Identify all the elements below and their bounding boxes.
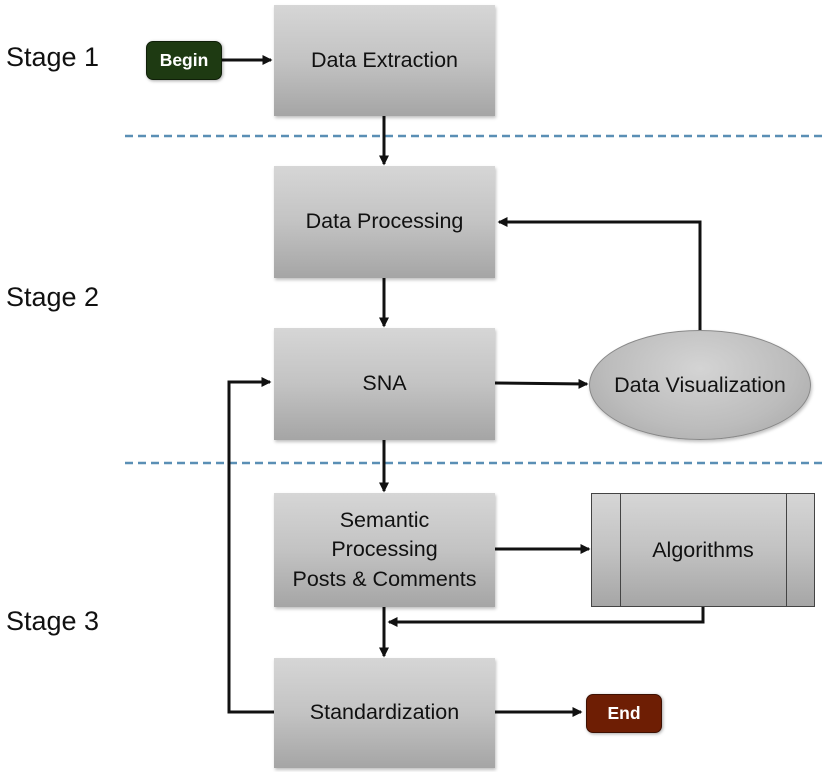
data-processing-label: Data Processing [305,209,464,234]
begin-label: Begin [159,50,209,70]
sna-box: SNA [274,328,495,440]
begin-terminal: Begin [146,41,222,80]
data-processing-box: Data Processing [274,166,495,278]
end-terminal: End [586,694,662,733]
algorithms-left-bar [620,494,621,606]
semantic-processing-label-line-1: Semantic [339,507,430,532]
data-visualization-label-line-1: Data [614,372,660,397]
data-visualization-label-line-2: Visualization [665,372,786,397]
data-extraction-label: Data Extraction [311,47,458,72]
algorithms-right-bar [786,494,787,606]
end-label: End [607,703,641,723]
data-visualization-ellipse: Data Visualization [589,330,811,440]
semantic-processing-box: Semantic Processing Posts & Comments [274,493,495,607]
stage-1-label: Stage 1 [6,42,100,72]
standardization-label: Standardization [309,700,460,725]
arrow-visualization-to-processing [497,217,702,331]
algorithms-predefined-process: Algorithms [591,493,815,607]
data-extraction-box: Data Extraction [274,5,495,116]
sna-label: SNA [362,371,407,396]
stage-2-label: Stage 2 [6,282,100,312]
arrow-algorithms-to-semantic-path [387,607,705,627]
stage-3-label: Stage 3 [6,606,100,636]
algorithms-label: Algorithms [652,537,754,562]
semantic-processing-label-line-3: Posts & Comments [292,566,477,591]
arrow-sna-to-visualization [494,378,589,389]
standardization-box: Standardization [274,658,495,768]
semantic-processing-label-line-2: Processing [331,537,438,562]
arrow-standardization-loop-to-sna [227,377,274,714]
